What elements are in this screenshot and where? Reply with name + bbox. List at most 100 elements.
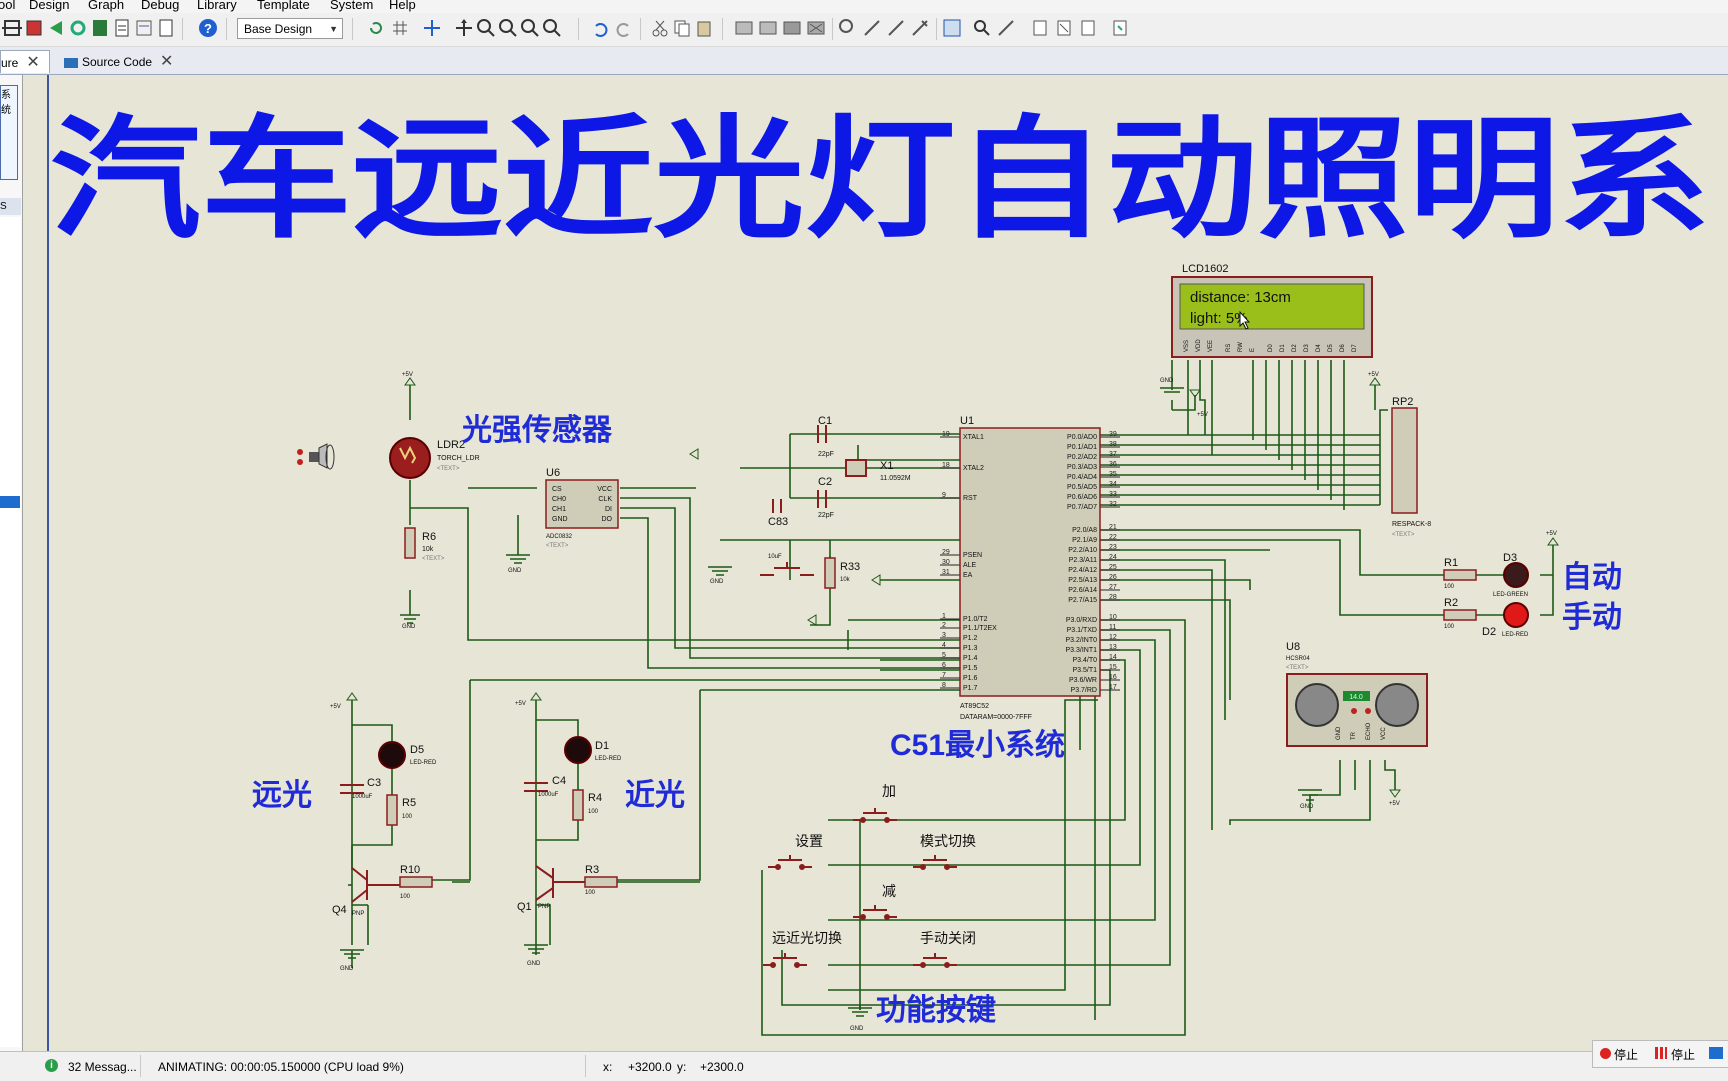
zoom-out-icon[interactable]: [498, 18, 518, 38]
label-manual: 手动: [1562, 601, 1622, 634]
zoom-area-icon[interactable]: [542, 18, 562, 38]
search-icon[interactable]: [972, 18, 992, 38]
paste-icon[interactable]: [694, 18, 714, 38]
undo-icon[interactable]: [590, 18, 610, 38]
copy-icon[interactable]: [672, 18, 692, 38]
gnd-label: GND: [340, 966, 354, 972]
menu-help[interactable]: Help: [389, 0, 416, 12]
u8-text-tag: <TEXT>: [1286, 665, 1309, 671]
pan-icon[interactable]: [454, 18, 474, 38]
transistor-q4[interactable]: [351, 867, 400, 903]
label-light-sensor: 光强传感器: [462, 414, 613, 447]
label-far-light: 远光: [252, 779, 312, 812]
goto-sheet-icon[interactable]: [1078, 18, 1098, 38]
resistor-r1[interactable]: [1443, 569, 1477, 581]
close-icon[interactable]: ✕: [26, 54, 40, 71]
resistor-r3[interactable]: [584, 876, 618, 888]
selected-item[interactable]: [0, 496, 20, 508]
make-device-icon[interactable]: [862, 18, 882, 38]
led-d2[interactable]: [1503, 602, 1529, 628]
cut-icon[interactable]: [650, 18, 670, 38]
led-d5[interactable]: [378, 741, 406, 769]
menu-template[interactable]: Template: [257, 0, 310, 12]
transistor-q1[interactable]: [535, 865, 585, 901]
pcb-icon[interactable]: [24, 18, 44, 38]
grid-icon[interactable]: [390, 18, 410, 38]
help-icon[interactable]: ?: [198, 18, 218, 38]
close-icon[interactable]: ✕: [160, 53, 174, 70]
resistor-r33[interactable]: [824, 557, 836, 589]
respack-rp2[interactable]: [1391, 407, 1418, 514]
torch-icon[interactable]: [297, 443, 335, 470]
block-move-icon[interactable]: [758, 18, 778, 38]
menu-library[interactable]: Library: [197, 0, 237, 12]
pick-device-icon[interactable]: [838, 18, 858, 38]
stop-button[interactable]: 停止: [1614, 1048, 1639, 1062]
mcu-u1[interactable]: [959, 427, 1101, 697]
lcd-pin-label: D4: [1316, 344, 1322, 352]
button-mode[interactable]: [913, 855, 957, 870]
block-rotate-icon[interactable]: [782, 18, 802, 38]
button-add[interactable]: [853, 808, 897, 823]
led-d1[interactable]: [564, 736, 592, 764]
mcu-pin-label: P3.1/TXD: [1067, 627, 1097, 634]
block-delete-icon[interactable]: [806, 18, 826, 38]
resistor-r6[interactable]: [404, 527, 416, 559]
remove-sheet-icon[interactable]: [1054, 18, 1074, 38]
schematic-icon[interactable]: [2, 18, 22, 38]
button-far-near[interactable]: [763, 953, 807, 968]
zoom-in-icon[interactable]: [476, 18, 496, 38]
mcu-pin-number: 4: [942, 642, 946, 649]
object-selector-list[interactable]: [0, 217, 21, 1047]
r2-value: 100: [1444, 624, 1455, 630]
netlist-icon[interactable]: [134, 18, 154, 38]
ldr2[interactable]: [389, 437, 431, 479]
menu-design[interactable]: Design: [29, 0, 70, 12]
resistor-r2[interactable]: [1443, 609, 1477, 621]
menu-graph[interactable]: Graph: [88, 0, 125, 12]
sheet-border: [47, 75, 1728, 1051]
packaging-icon[interactable]: [886, 18, 906, 38]
bom-icon[interactable]: [90, 18, 110, 38]
stop-button-2[interactable]: 停止: [1671, 1048, 1696, 1062]
back-icon[interactable]: [46, 18, 66, 38]
lcd-pin-label: RS: [1226, 344, 1232, 352]
new-sheet-icon[interactable]: [1030, 18, 1050, 38]
notes-icon[interactable]: [156, 18, 176, 38]
tab-schematic-capture[interactable]: ure✕: [0, 50, 50, 73]
resistor-r10[interactable]: [399, 876, 433, 888]
property-tool-icon[interactable]: [996, 18, 1016, 38]
resistor-r5[interactable]: [386, 794, 398, 826]
menu-system[interactable]: System: [330, 0, 374, 12]
button-sub[interactable]: [853, 905, 897, 920]
menu-debug[interactable]: Debug: [141, 0, 180, 12]
adc-u6[interactable]: [545, 479, 619, 529]
capacitor-c4[interactable]: [524, 782, 548, 792]
block-copy-icon[interactable]: [734, 18, 754, 38]
capacitor-c3[interactable]: [340, 784, 364, 794]
u6-pin-label: GND: [552, 516, 568, 523]
menu-tool[interactable]: ool: [0, 0, 16, 12]
refresh-icon[interactable]: [366, 18, 386, 38]
resistor-r4[interactable]: [572, 789, 584, 821]
design-explorer-icon[interactable]: [1110, 18, 1130, 38]
reset-button[interactable]: [760, 562, 814, 576]
design-select[interactable]: Base Design▼: [237, 18, 343, 39]
decompose-icon[interactable]: [910, 18, 930, 38]
tab-source-code[interactable]: Source Code✕: [64, 50, 184, 73]
document-icon[interactable]: [112, 18, 132, 38]
schematic-canvas[interactable]: 汽车远近光灯自动照明系: [23, 75, 1728, 1051]
messages-count[interactable]: 32 Messag...: [68, 1060, 137, 1074]
redo-icon[interactable]: [614, 18, 634, 38]
button-set[interactable]: [768, 855, 812, 870]
led-d3[interactable]: [1503, 562, 1529, 588]
wire-autorouter-icon[interactable]: [942, 18, 962, 38]
mcu-pin-number: 32: [1109, 501, 1117, 508]
button-manual-off[interactable]: [913, 953, 957, 968]
window-icon: [1709, 1047, 1723, 1059]
overview-window[interactable]: 系统: [0, 85, 18, 180]
origin-icon[interactable]: [422, 18, 442, 38]
gear-icon[interactable]: [68, 18, 88, 38]
vcc-label: +5V: [330, 704, 341, 710]
zoom-all-icon[interactable]: [520, 18, 540, 38]
